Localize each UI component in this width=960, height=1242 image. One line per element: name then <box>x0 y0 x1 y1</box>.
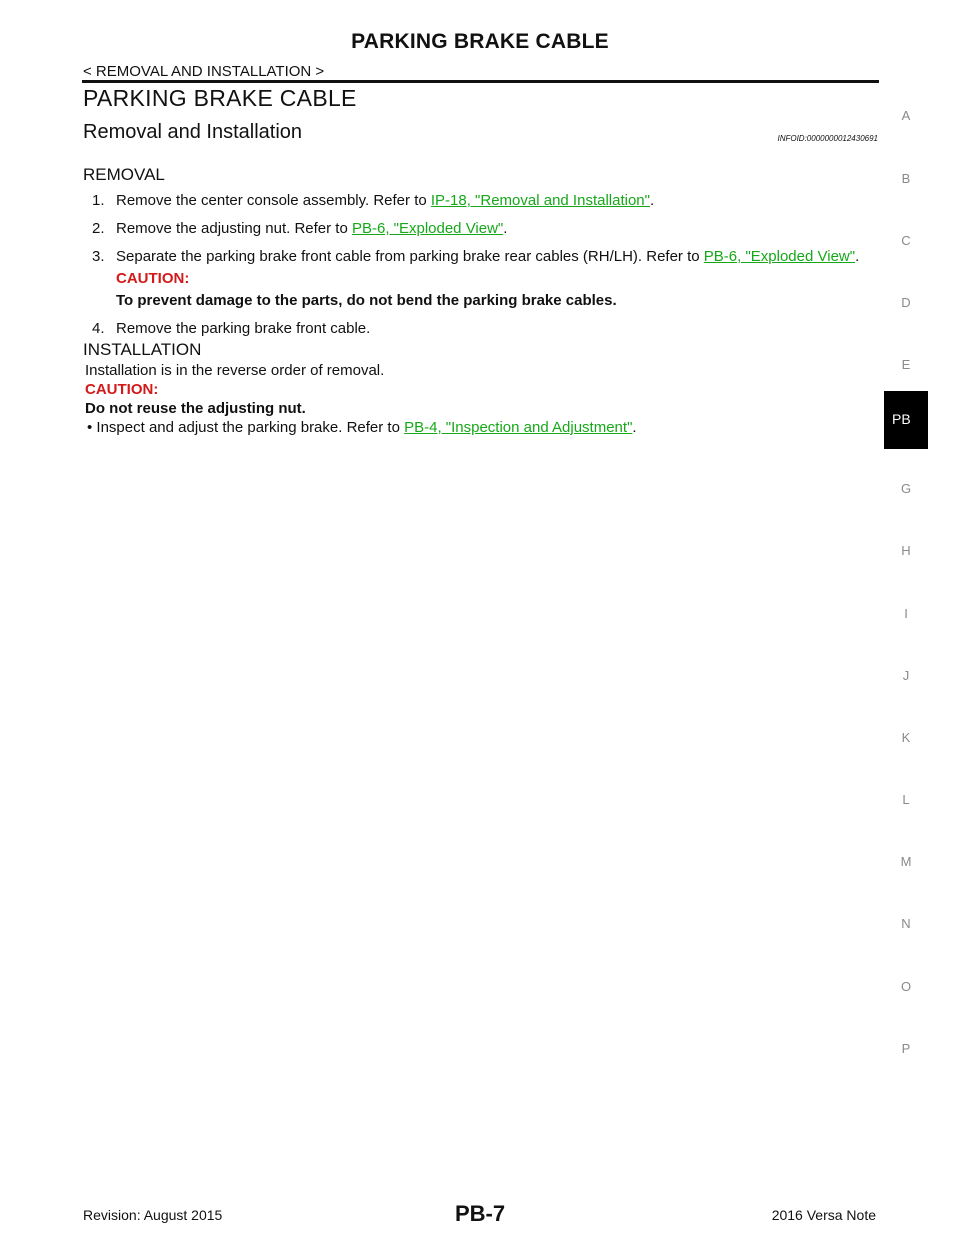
step-text: Remove the center console assembly. Refe… <box>116 192 431 209</box>
header-rule <box>82 80 879 83</box>
installation-text: Installation is in the reverse order of … <box>85 362 385 379</box>
step-3: 3. Separate the parking brake front cabl… <box>92 246 882 312</box>
step-text: Remove the parking brake front cable. <box>116 320 371 337</box>
index-letter-b[interactable]: B <box>901 171 911 186</box>
installation-caution-label: CAUTION: <box>85 381 159 398</box>
link-pb-6-exploded[interactable]: PB-6, "Exploded View" <box>703 248 856 265</box>
index-letter-i[interactable]: I <box>904 606 908 621</box>
installation-body: Installation is in the reverse order of … <box>85 361 875 437</box>
removal-heading: REMOVAL <box>83 165 165 184</box>
subsection-title: Removal and Installation <box>83 121 303 143</box>
step-number: 3. <box>92 248 105 265</box>
bullet-text: • Inspect and adjust the parking brake. … <box>87 419 405 436</box>
link-pb-4[interactable]: PB-4, "Inspection and Adjustment" <box>404 419 633 436</box>
index-letter-p[interactable]: P <box>901 1041 911 1056</box>
index-letter-n[interactable]: N <box>901 916 911 931</box>
step-text: Remove the adjusting nut. Refer to <box>116 220 352 237</box>
index-letter-h[interactable]: H <box>901 543 911 558</box>
step-4: 4. Remove the parking brake front cable. <box>92 318 882 340</box>
removal-steps: 1. Remove the center console assembly. R… <box>92 190 882 346</box>
footer-model: 2016 Versa Note <box>771 1207 876 1223</box>
installation-heading: INSTALLATION <box>83 340 202 359</box>
installation-bullet: • Inspect and adjust the parking brake. … <box>85 418 875 437</box>
bullet-text-end: . <box>632 419 637 436</box>
index-tab-pb-label: PB <box>892 411 911 427</box>
step-2: 2. Remove the adjusting nut. Refer to PB… <box>92 218 882 240</box>
footer-revision: Revision: August 2015 <box>83 1207 223 1223</box>
index-letter-g[interactable]: G <box>900 481 912 496</box>
page-title: PARKING BRAKE CABLE <box>351 30 609 53</box>
section-title: PARKING BRAKE CABLE <box>83 85 357 111</box>
step-text-end: . <box>649 192 655 209</box>
index-tab-pb[interactable]: PB <box>884 391 928 449</box>
step-text: Separate the parking brake front cable f… <box>116 248 704 265</box>
index-letter-e[interactable]: E <box>901 357 911 372</box>
index-letter-o[interactable]: O <box>900 979 912 994</box>
index-letter-c[interactable]: C <box>901 233 911 248</box>
index-letter-k[interactable]: K <box>901 730 911 745</box>
step-number: 2. <box>92 220 105 237</box>
index-letter-j[interactable]: J <box>902 668 910 683</box>
link-pb-6[interactable]: PB-6, "Exploded View" <box>351 220 504 237</box>
step-1: 1. Remove the center console assembly. R… <box>92 190 882 212</box>
caution-text: To prevent damage to the parts, do not b… <box>116 292 617 309</box>
caution-label: CAUTION: <box>116 270 190 287</box>
index-letter-m[interactable]: M <box>900 854 912 869</box>
index-letter-d[interactable]: D <box>901 295 911 310</box>
step-number: 4. <box>92 320 105 337</box>
index-letter-l[interactable]: L <box>902 792 910 807</box>
breadcrumb: < REMOVAL AND INSTALLATION > <box>83 63 325 80</box>
step-text-end: . <box>855 248 860 265</box>
step-number: 1. <box>92 192 105 209</box>
index-letter-a[interactable]: A <box>901 108 911 123</box>
step-text-end: . <box>503 220 508 237</box>
link-ip-18[interactable]: IP-18, "Removal and Installation" <box>430 192 650 209</box>
footer-page-code: PB-7 <box>454 1201 506 1226</box>
installation-caution-text: Do not reuse the adjusting nut. <box>85 400 306 417</box>
info-id: INFOID:0000000012430691 <box>777 134 878 143</box>
